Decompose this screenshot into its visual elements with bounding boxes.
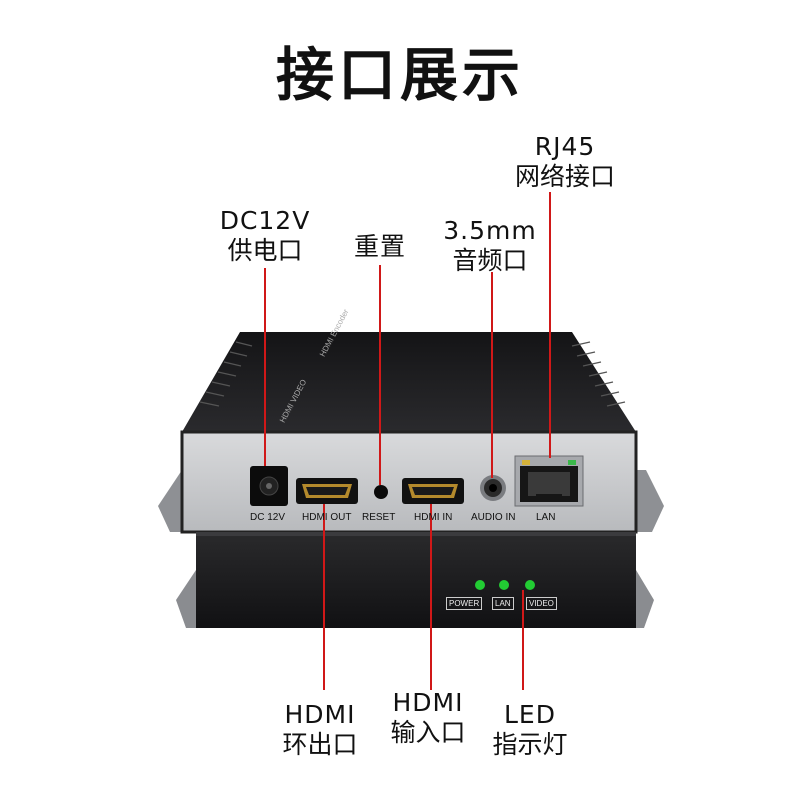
power-led: [475, 580, 485, 590]
label-hdmi-in: HDMI IN: [414, 512, 453, 523]
callout-hdmi-in: HDMI 输入口: [368, 688, 488, 748]
lower-unit: [196, 532, 636, 628]
page-title: 接口展示: [275, 41, 524, 109]
callout-led: LED 指示灯: [470, 700, 590, 760]
label-dc-12v: DC 12V: [250, 512, 286, 523]
callout-reset: 重置: [340, 232, 420, 262]
lower-left-flange: [176, 570, 202, 628]
label-audio-in: AUDIO IN: [471, 512, 516, 523]
video-led: [525, 580, 535, 590]
callout-reset-line1: 重置: [353, 232, 406, 261]
label-lan: LAN: [536, 512, 556, 523]
callout-hdmi-out-line1: HDMI: [284, 700, 356, 729]
label-reset: RESET: [362, 512, 396, 523]
led-label-lan: LAN: [492, 597, 514, 610]
callout-rj45: RJ45 网络接口: [495, 132, 635, 192]
vent-slots-left: [199, 341, 253, 407]
callout-audio-line1: 3.5mm: [443, 216, 537, 245]
led-label-power: POWER: [446, 597, 483, 610]
callout-hdmi-in-line2: 输入口: [390, 718, 466, 747]
callout-hdmi-out-line2: 环出口: [282, 730, 358, 759]
reset-hole: [374, 485, 388, 499]
leader-lines: [264, 192, 551, 690]
callout-hdmi-in-line1: HDMI: [392, 688, 464, 717]
callout-dc-power: DC12V 供电口: [205, 206, 325, 266]
callout-audio-line2: 音频口: [452, 246, 528, 275]
callout-led-line1: LED: [504, 700, 556, 729]
right-flange: [636, 470, 664, 532]
callout-rj45-line2: 网络接口: [514, 162, 615, 191]
callout-dc-line1: DC12V: [219, 206, 311, 235]
lan-led: [499, 580, 509, 590]
callout-led-line2: 指示灯: [492, 730, 568, 759]
callout-dc-line2: 供电口: [227, 236, 303, 265]
callout-audio: 3.5mm 音频口: [425, 216, 555, 276]
callout-rj45-line1: RJ45: [534, 132, 596, 161]
vent-slots-right: [571, 341, 626, 407]
callout-hdmi-out: HDMI 环出口: [260, 700, 380, 760]
led-label-video: VIDEO: [526, 597, 557, 610]
label-hdmi-out: HDMI OUT: [302, 512, 352, 523]
upper-unit-lid: [182, 332, 636, 432]
